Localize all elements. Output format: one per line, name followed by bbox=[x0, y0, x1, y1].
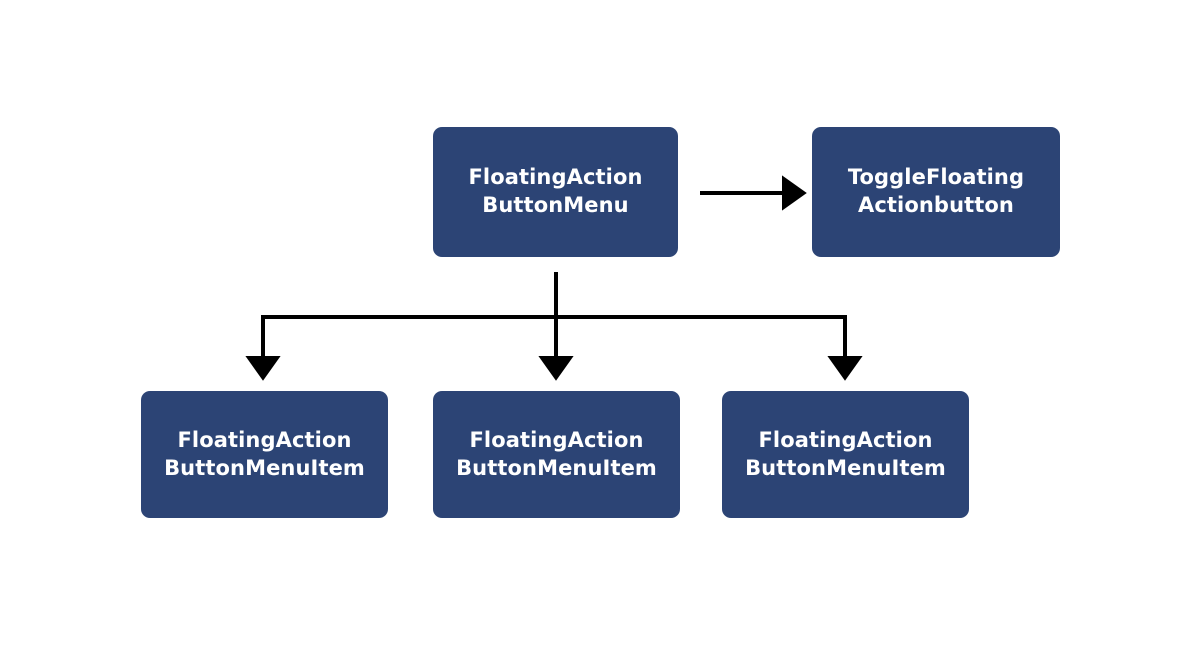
node-label-line-2: Actionbutton bbox=[858, 193, 1014, 217]
node-toggle-floating-action-button[interactable]: ToggleFloating Actionbutton bbox=[812, 127, 1060, 257]
node-label-line-2: ButtonMenuItem bbox=[164, 455, 365, 480]
node-floating-action-button-menu-item-2[interactable]: FloatingAction ButtonMenuItem bbox=[433, 391, 680, 518]
node-label-line-2: ButtonMenuItem bbox=[745, 455, 946, 480]
edge-menu-to-items-bus bbox=[263, 272, 845, 319]
node-label-line-1: FloatingAction bbox=[758, 427, 933, 452]
node-label-line-2: ButtonMenuItem bbox=[456, 455, 657, 480]
node-floating-action-button-menu-item-1[interactable]: FloatingAction ButtonMenuItem bbox=[141, 391, 388, 518]
node-label-line-2: ButtonMenu bbox=[482, 193, 629, 217]
node-floating-action-button-menu-item-3[interactable]: FloatingAction ButtonMenuItem bbox=[722, 391, 969, 518]
node-floating-action-button-menu[interactable]: FloatingAction ButtonMenu bbox=[433, 127, 678, 257]
node-label-line-1: ToggleFloating bbox=[847, 165, 1025, 190]
node-label-line-1: FloatingAction bbox=[469, 427, 644, 452]
node-label-line-1: FloatingAction bbox=[468, 165, 643, 190]
node-label-line-1: FloatingAction bbox=[177, 427, 352, 452]
